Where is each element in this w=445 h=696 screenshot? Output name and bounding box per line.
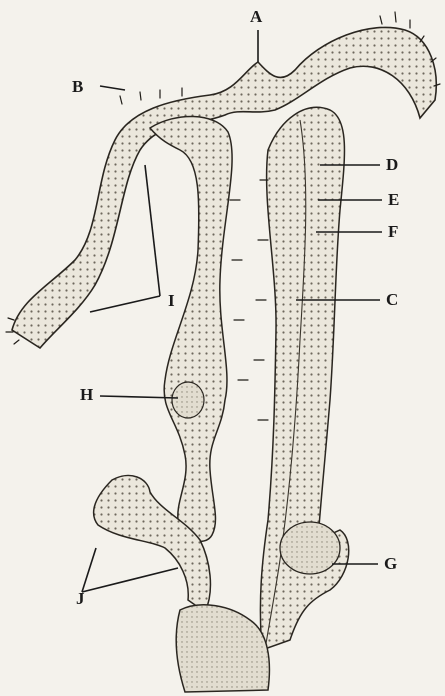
g-mass [280,522,340,574]
label-f: F [388,223,398,240]
h-mass [172,382,204,418]
label-b: B [72,78,83,95]
left-limb [150,116,232,541]
label-d: D [386,156,398,173]
label-h: H [80,386,93,403]
label-c: C [386,291,398,308]
label-g: G [384,555,397,572]
label-e: E [388,191,399,208]
label-a: A [250,8,262,25]
label-i: I [168,292,175,309]
base-structure [176,605,269,692]
label-j: J [76,590,85,607]
